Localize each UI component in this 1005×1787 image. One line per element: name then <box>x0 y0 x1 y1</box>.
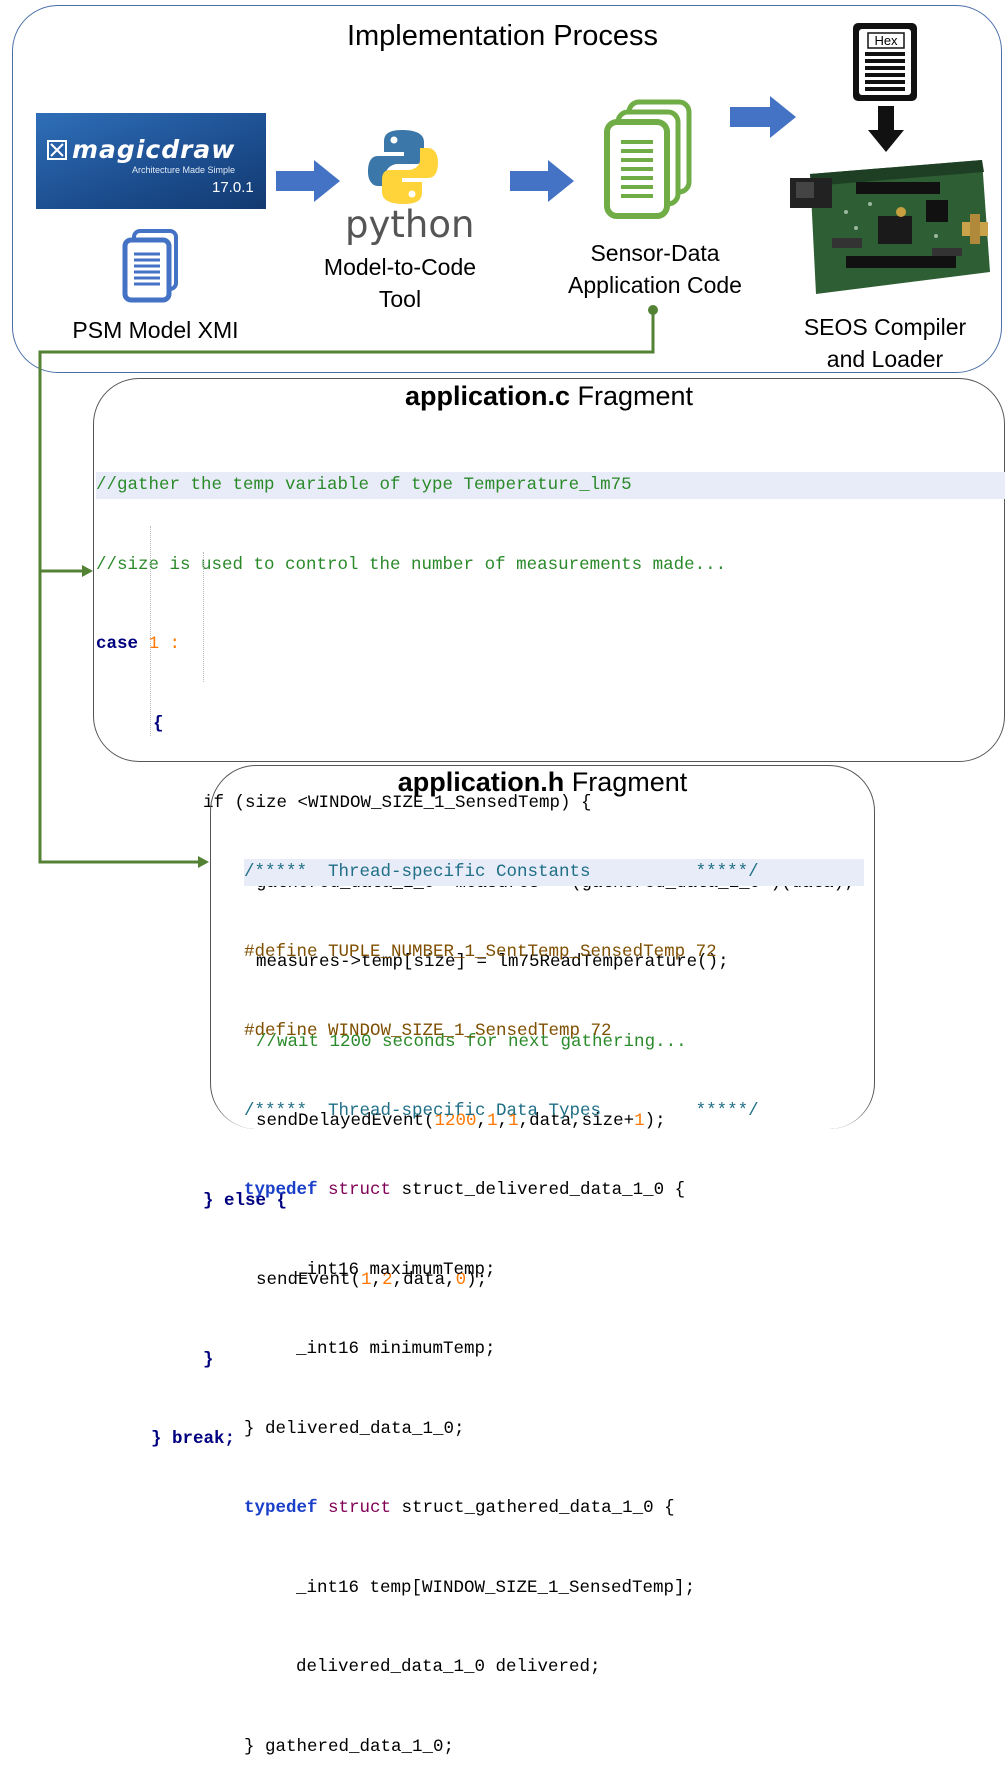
tool-label: Tool <box>378 286 422 312</box>
sensor-board-image <box>790 160 990 294</box>
arrow-right-icon <box>276 160 340 202</box>
arrow-right-icon <box>730 96 796 138</box>
indent-guide <box>203 552 204 682</box>
connector-lines <box>38 305 658 868</box>
code-line: typedef struct struct_gathered_data_1_0 … <box>244 1498 675 1518</box>
application-h-code: /***** Thread-specific Constants *****/ … <box>244 806 864 1787</box>
application-h-panel <box>210 765 875 1129</box>
code-line: } gathered_data_1_0; <box>244 1736 455 1757</box>
source-code-documents-icon <box>604 99 692 219</box>
magicdraw-tagline: Architecture Made Simple <box>132 165 236 175</box>
code-line: _int16 maximumTemp; <box>296 1259 496 1280</box>
code-line: //gather the temp variable of type Tempe… <box>96 472 1005 499</box>
indent-guide <box>150 526 151 736</box>
code-line: measures->temp[size] = lm75ReadTemperatu… <box>256 952 729 972</box>
code-line: case 1 : <box>96 634 181 654</box>
magicdraw-logo-icon <box>47 140 67 160</box>
application-c-filename: application.c <box>404 381 570 411</box>
code-line: { <box>153 713 164 734</box>
code-line: delivered_data_1_0 delivered; <box>296 1657 601 1677</box>
application-c-title: application.c Fragment <box>93 381 1005 412</box>
hex-file-icon <box>853 23 917 101</box>
hex-label: Hex <box>874 33 898 48</box>
model-to-code-label: Model-to-Code <box>323 254 477 280</box>
fragment-word: Fragment <box>570 381 694 411</box>
magicdraw-version: 17.0.1 <box>212 179 254 196</box>
magicdraw-splash-image: magicdraw Architecture Made Simple 17.0.… <box>36 113 266 209</box>
psm-model-label: PSM Model XMI <box>72 317 239 343</box>
application-code-label: Application Code <box>568 272 742 298</box>
code-line: //size is used to control the number of … <box>96 554 727 575</box>
code-line: /***** Thread-specific Constants *****/ <box>244 859 864 886</box>
sensor-data-label: Sensor-Data <box>590 240 720 266</box>
code-line: _int16 minimumTemp; <box>296 1339 496 1359</box>
magicdraw-logo-text: magicdraw <box>72 135 236 164</box>
xmi-document-icon <box>122 229 178 303</box>
application-h-filename: application.h <box>397 767 565 797</box>
code-line: } delivered_data_1_0; <box>244 1418 465 1439</box>
code-line: /***** Thread-specific Data Types *****/ <box>244 1100 759 1121</box>
application-h-title: application.h Fragment <box>210 767 875 798</box>
code-line: _int16 temp[WINDOW_SIZE_1_SensedTemp]; <box>296 1577 696 1598</box>
code-line: #define TUPLE_NUMBER_1_SentTemp_SensedTe… <box>244 941 717 962</box>
arrow-right-icon <box>510 160 574 202</box>
code-line: //wait 1200 seconds for next gathering..… <box>256 1031 687 1052</box>
python-logo-icon <box>368 130 438 204</box>
code-line: #define WINDOW_SIZE_1_SensedTemp 72 <box>244 1021 612 1041</box>
python-wordmark: python <box>345 203 475 246</box>
arrow-down-icon <box>868 106 904 152</box>
fragment-word: Fragment <box>564 767 688 797</box>
code-line: sendDelayedEvent(1200,1,1,data,size+1); <box>256 1111 666 1131</box>
and-loader-label: and Loader <box>826 346 944 372</box>
seos-compiler-label: SEOS Compiler <box>803 314 967 340</box>
implementation-process-panel <box>12 5 1002 373</box>
process-title: Implementation Process <box>346 20 659 52</box>
code-line: typedef struct struct_delivered_data_1_0… <box>244 1180 686 1200</box>
